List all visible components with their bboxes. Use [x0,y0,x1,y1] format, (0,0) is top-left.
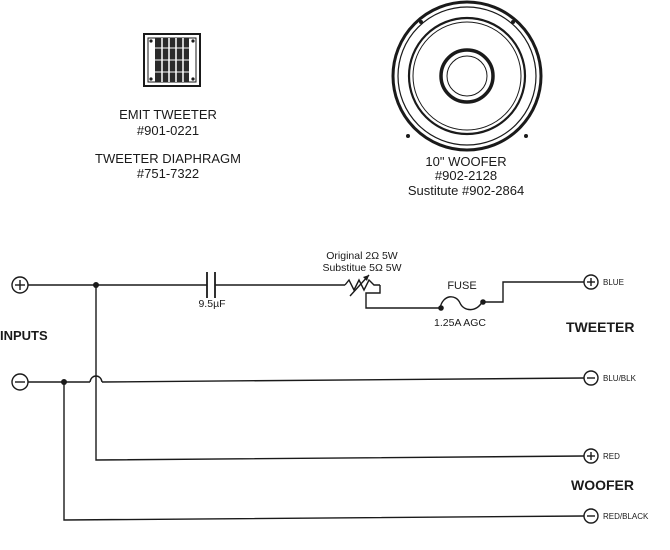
woofer-substitute: Sustitute #902-2864 [408,183,524,198]
woofer-part-number: #902-2128 [435,168,497,183]
input-positive-terminal [11,276,29,294]
resistor-original-label: Original 2Ω 5W [326,250,398,262]
junction-positive [93,282,99,288]
input-negative-terminal [11,373,29,391]
output-red-terminal [583,448,599,464]
woofer-output-label: WOOFER [571,477,634,493]
wire-fuse-to-blue [483,281,584,303]
wire-resistor-tap [365,285,440,309]
capacitor-symbol [206,272,216,298]
capacitor-value-label: 9.5µF [198,298,225,310]
wire-label-blu-blk: BLU/BLK [603,374,637,383]
fuse-label: FUSE [447,280,476,292]
wire-label-red-black: RED/BLACK [603,512,649,521]
fuse-terminal-left [438,305,444,311]
woofer-illustration [391,0,543,152]
wire-label-blue: BLUE [603,278,624,287]
resistor-symbol [344,278,380,292]
diaphragm-name: TWEETER DIAPHRAGM [95,151,241,166]
wire-negative-drop [63,382,585,521]
tweeter-illustration [143,33,201,87]
resistor-arrow-head [363,275,369,281]
woofer-name: 10" WOOFER [425,154,506,169]
output-redblack-terminal [583,508,599,524]
wire-positive-drop [95,285,585,461]
tweeter-name: EMIT TWEETER [119,107,217,122]
output-blue-terminal [583,274,599,290]
inputs-label: INPUTS [0,328,48,343]
junction-negative [61,379,67,385]
tweeter-output-label: TWEETER [566,319,634,335]
output-blublk-terminal [583,370,599,386]
tweeter-part-number: #901-0221 [137,123,199,138]
fuse-symbol [439,296,483,311]
fuse-rating-label: 1.25A AGC [434,317,486,329]
diaphragm-part-number: #751-7322 [137,166,199,181]
wire-label-red: RED [603,452,620,461]
resistor-substitute-label: Substitue 5Ω 5W [322,262,401,274]
wire-to-blublk [101,377,585,383]
